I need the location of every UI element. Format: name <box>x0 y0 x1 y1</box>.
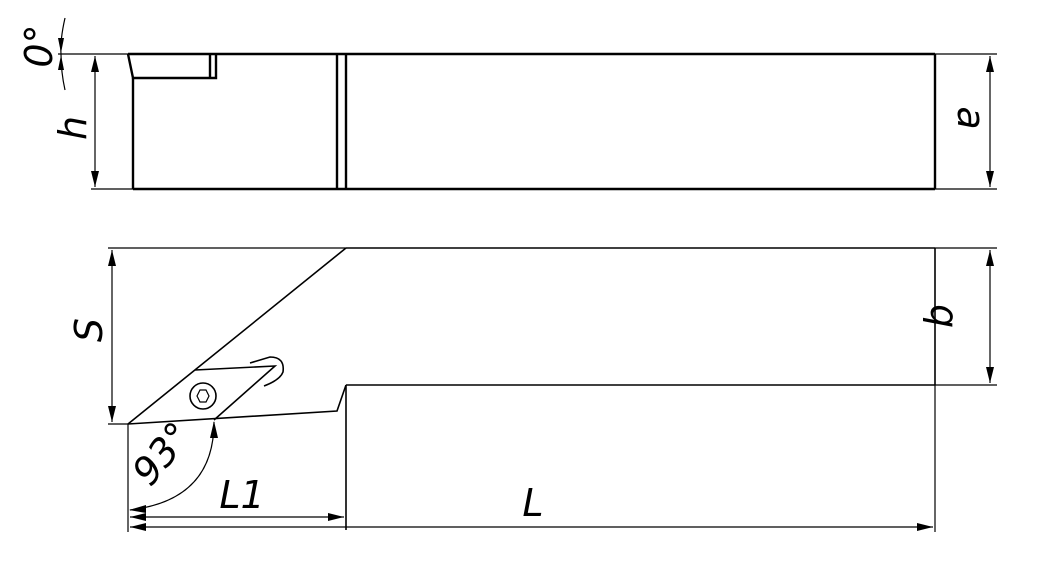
angle-arc <box>129 421 215 511</box>
l1-label: L1 <box>219 473 264 517</box>
head-chamfer <box>127 247 347 425</box>
insert-profile <box>126 53 218 80</box>
screw-head-icon <box>189 382 217 410</box>
hex-socket-icon <box>196 389 210 403</box>
zero-angle-label: 0° <box>17 24 61 67</box>
zero-angle-arc <box>60 17 66 91</box>
clamp-lever <box>249 356 285 387</box>
insert-rhombus <box>194 365 278 421</box>
top-view: h 0° a <box>17 17 997 191</box>
a-label: a <box>949 106 993 129</box>
l-label: L <box>522 481 543 525</box>
angle-label: 93° <box>124 414 201 494</box>
plan-view: S b 93° L1 L <box>67 247 997 532</box>
head-bottom <box>127 384 347 425</box>
b-label: b <box>917 304 961 328</box>
s-label: S <box>67 318 111 342</box>
h-label: h <box>51 116 95 140</box>
